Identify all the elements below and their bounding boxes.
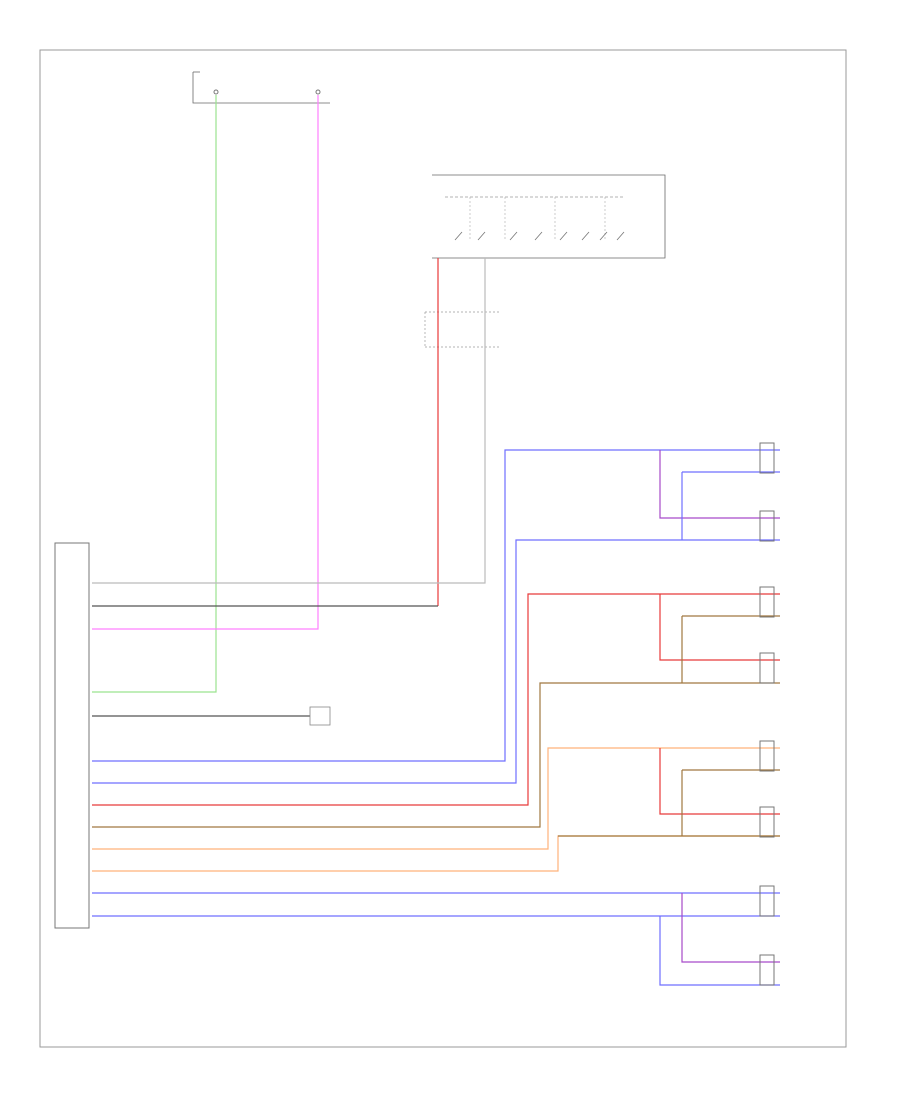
audio-unit-box — [54, 542, 90, 929]
wire-pink — [92, 95, 319, 630]
inline-connector — [424, 311, 500, 348]
wire-orange-1 — [92, 747, 780, 850]
speaker-icon — [759, 510, 775, 542]
fuse-1 — [213, 89, 219, 95]
antenna-connector — [309, 706, 331, 726]
wire-blue-2 — [92, 539, 780, 784]
wire-red-1 — [92, 593, 780, 806]
wire-orange-2 — [92, 835, 780, 872]
wire-green — [92, 95, 217, 693]
speakers — [759, 442, 775, 986]
speaker-icon — [759, 442, 775, 474]
speaker-icon — [759, 740, 775, 772]
speaker-icon — [759, 652, 775, 684]
control-switch-box — [432, 174, 666, 259]
speaker-icon — [759, 954, 775, 986]
wire-lightgray — [92, 258, 486, 584]
speaker-icon — [759, 806, 775, 838]
wires — [92, 95, 780, 986]
wire-blue-1 — [92, 449, 780, 762]
speaker-icon — [759, 885, 775, 917]
diagram-frame — [39, 49, 847, 1048]
speaker-icon — [759, 586, 775, 618]
power-source-block — [192, 71, 330, 104]
wire-brown-1 — [92, 682, 780, 828]
fuse-2 — [315, 89, 321, 95]
